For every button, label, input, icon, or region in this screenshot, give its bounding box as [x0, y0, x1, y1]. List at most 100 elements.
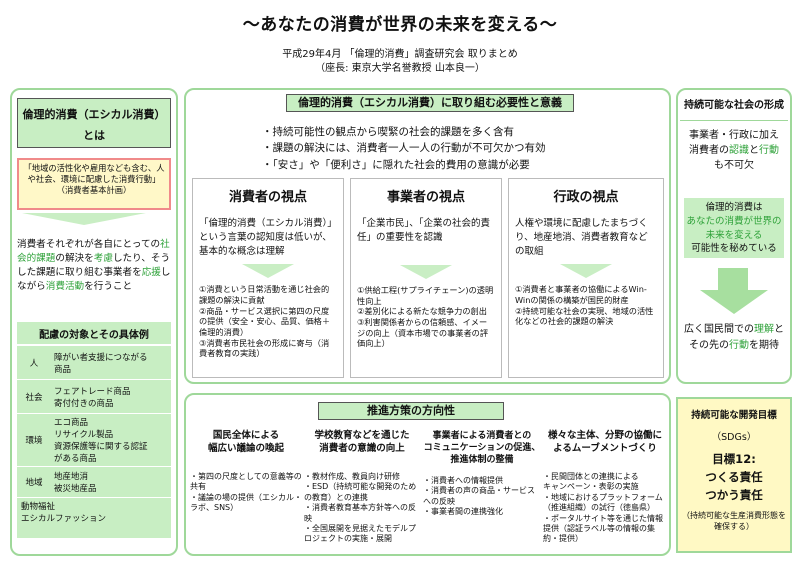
- report-line: 平成29年4月 「倫理的消費」調査研究会 取りまとめ: [282, 49, 518, 60]
- business-viewpoint-title: 事業者の視点: [386, 190, 465, 205]
- example-item: 商品: [54, 364, 72, 375]
- right-text: 消費者の: [689, 145, 729, 156]
- example-category: 人: [17, 345, 51, 380]
- policy-items: ・消費者への情報提供 ・消費者の声の商品・サービスへの反映 ・事業者間の連携強化: [423, 476, 541, 518]
- sdg-goal-text: つくる責任: [705, 470, 763, 484]
- policy-column-title: 様々な主体、分野の協働に よるムーブメントづくり: [543, 430, 667, 472]
- government-items: ①消費者と事業者の協働によるWin-Winの関係の構築が国民的財産 ②持続可能な…: [515, 284, 657, 327]
- business-viewpoint: 事業者の視点 「企業市民」、「企業の社会的責任」の重要性を認識 ①供給工程(サプ…: [350, 178, 502, 378]
- policy-column-title: 学校教育などを通じた 消費者の意識の向上: [304, 430, 420, 472]
- example-item: フェアトレード商品: [54, 386, 131, 397]
- policy-item: ・消費者への情報提供: [423, 476, 503, 485]
- viewpoint-item: ①消費という日常活動を通じ社会的課題の解決に貢献: [199, 284, 330, 305]
- policy-heading: 推進方策の方向性: [318, 402, 504, 420]
- policy-title-line: 消費者の意識の向上: [319, 442, 405, 454]
- basic-plan-box: 「地域の活性化や雇用なども含む、人や社会、環境に配慮した消費行動」 （消費者基本…: [17, 158, 171, 210]
- sdg-goal-text: つかう責任: [705, 488, 763, 502]
- desc-text: しながら: [17, 266, 171, 292]
- left-description: 消費者それぞれが各自にとっての社会的課題の解決を考慮したり、そうした課題に取り組…: [17, 238, 173, 294]
- example-items: 障がい者支援につながる商品: [51, 345, 171, 380]
- policy-column: 学校教育などを通じた 消費者の意識の向上 ・教材作成、教員向け研修 ・ESD（持…: [304, 430, 420, 545]
- example-items: 地産地消被災地産品: [51, 466, 171, 497]
- chair-line: （座長: 東京大学名誉教授 山本良一）: [315, 63, 485, 74]
- necessity-points: ・持続可能性の観点から喫緊の社会的課題を多く含有 ・課題の解決には、消費者一人一…: [262, 124, 642, 173]
- table-row: 人障がい者支援につながる商品: [17, 345, 171, 380]
- policy-item: ・第四の尺度としての意義等の共有: [190, 472, 302, 492]
- policy-item: ・ESD（持続可能な開発のための教育）との連携: [304, 482, 417, 502]
- policy-column-title: 事業者による消費者との コミュニケーションの促進、 推進体制の整備: [423, 430, 541, 476]
- policy-column: 様々な主体、分野の協働に よるムーブメントづくり ・民間団体との連携による キャ…: [543, 430, 667, 545]
- right-text: とその先の: [689, 324, 784, 351]
- desc-highlight: 社会的課題: [17, 239, 170, 264]
- right-paragraph-1: 事業者・行政に加え 消費者の認識と行動 も不可欠: [680, 128, 788, 173]
- policy-items: ・民間団体との連携による キャンペーン・表彰の実施 ・地域におけるプラットフォー…: [543, 472, 667, 545]
- policy-column: 事業者による消費者との コミュニケーションの促進、 推進体制の整備 ・消費者への…: [423, 430, 541, 518]
- viewpoint-item: ③消費者市民社会の形成に寄与（消費者教育の実践）: [199, 337, 330, 359]
- necessity-point: ・持続可能性の観点から喫緊の社会的課題を多く含有: [262, 126, 514, 138]
- example-item: 障がい者支援につながる: [54, 352, 148, 363]
- example-item: がある商品: [54, 454, 97, 464]
- policy-item: キャンペーン・表彰の実施: [543, 482, 639, 492]
- example-category: 社会: [17, 379, 51, 414]
- government-viewpoint-title: 行政の視点: [553, 190, 619, 205]
- desc-text: 消費者それぞれが各自にとっての: [17, 239, 161, 250]
- sustainable-society-title: 持続可能な社会の形成: [684, 100, 784, 111]
- desc-highlight: 応援: [141, 266, 161, 278]
- down-arrow: [560, 264, 612, 279]
- policy-item: ・ポータルサイト等を通じた情報提供（認証ラベル等の情報の集約・提供）: [543, 513, 663, 544]
- policy-items: ・教材作成、教員向け研修 ・ESD（持続可能な開発のための教育）との連携 ・消費…: [304, 472, 420, 545]
- policy-item: ・地域におけるプラットフォーム（推進組織）の試行（徳島県）: [543, 492, 663, 513]
- right-text: 倫理的消費は: [705, 202, 763, 213]
- ethical-consumption-box: 倫理的消費（エシカル消費） とは: [17, 98, 171, 148]
- policy-title-line: 国民全体による: [212, 430, 280, 441]
- sdg-abbr: （SDGs）: [711, 432, 757, 443]
- viewpoint-item: ③利害関係者からの信頼感、イメージの向上（資本市場での事業者の評価向上）: [357, 316, 489, 349]
- consumer-viewpoint-title: 消費者の視点: [228, 190, 307, 205]
- down-arrow: [22, 213, 146, 225]
- right-highlight: 認識: [729, 145, 749, 156]
- desc-text: したり、そうした課題に取り組む事業者を: [17, 252, 171, 278]
- example-category: 地域: [17, 466, 51, 497]
- table-row: 環境エコ商品リサイクル製品資源保護等に関する認証がある商品: [17, 413, 171, 467]
- consumer-items: ①消費という日常活動を通じ社会的課題の解決に貢献 ②商品・サービス選択に第四の尺…: [199, 284, 337, 359]
- table-row: 社会フェアトレード商品寄付付きの商品: [17, 379, 171, 414]
- viewpoint-item: ①供給工程(サプライチェーン)の透明性向上: [357, 285, 494, 306]
- policy-item: ・全国展開を見据えたモデルプロジェクトの実施・展開: [304, 523, 416, 544]
- viewpoint-item: ②差別化による新たな競争力の創出: [357, 306, 487, 317]
- government-lead: 人権や環境に配慮したまちづくり、地産地消、消費者教育などの取組: [515, 218, 648, 257]
- policy-item: ・事業者間の連携強化: [423, 507, 503, 517]
- desc-text: の解決を: [55, 252, 94, 264]
- right-highlight: あなたの消費が世界の: [686, 215, 782, 227]
- policy-items: ・第四の尺度としての意義等の共有 ・議論の場の提供（エシカル・ラボ、SNS）: [190, 472, 302, 514]
- example-item: エシカルファッション: [21, 513, 107, 524]
- ethical-title-line1: 倫理的消費（エシカル消費）: [22, 108, 166, 121]
- example-extra: 動物福祉 エシカルファッション: [17, 496, 171, 526]
- basic-plan-source: （消費者基本計画）: [56, 184, 132, 195]
- example-item: 資源保護等に関する認証: [54, 442, 148, 452]
- example-item: 被災地産品: [54, 483, 97, 494]
- right-highlight: 行動: [729, 339, 749, 351]
- policy-title-line: 様々な主体、分野の協働に: [547, 430, 662, 441]
- necessity-heading: 倫理的消費（エシカル消費）に取り組む必要性と意義: [286, 94, 574, 112]
- right-text: 可能性を秘めている: [691, 243, 777, 255]
- right-text: 事業者・行政に加え: [689, 130, 779, 141]
- policy-item: ・消費者の声の商品・サービスへの反映: [423, 486, 535, 506]
- right-highlight: 理解: [754, 324, 774, 335]
- policy-title-line: 事業者による消費者との: [432, 431, 532, 441]
- page-title: ～あなたの消費が世界の未来を変える～: [242, 15, 558, 35]
- examples-table: 人障がい者支援につながる商品 社会フェアトレード商品寄付付きの商品 環境エコ商品…: [17, 345, 171, 497]
- example-item: エコ商品: [54, 418, 89, 428]
- examples-box: 配慮の対象とその具体例 人障がい者支援につながる商品 社会フェアトレード商品寄付…: [17, 322, 171, 538]
- right-text: 広く国民間での: [684, 324, 754, 335]
- policy-title-line: 推進体制の整備: [450, 455, 514, 466]
- ethical-title-line2: とは: [83, 129, 105, 142]
- business-lead: 「企業市民」、「企業の社会的責任」の重要性を認識: [357, 218, 491, 243]
- policy-column: 国民全体による 幅広い議論の喚起 ・第四の尺度としての意義等の共有 ・議論の場の…: [190, 430, 302, 514]
- necessity-point: ・課題の解決には、消費者一人一人の行動が不可欠かつ有効: [262, 142, 546, 155]
- policy-title-line: コミュニケーションの促進、: [423, 443, 541, 454]
- example-item: リサイクル製品: [54, 430, 114, 440]
- down-arrow: [242, 264, 294, 279]
- policy-title-line: よるムーブメントづくり: [553, 442, 657, 454]
- right-highlight: 行動: [759, 145, 779, 156]
- down-arrow: [400, 265, 452, 279]
